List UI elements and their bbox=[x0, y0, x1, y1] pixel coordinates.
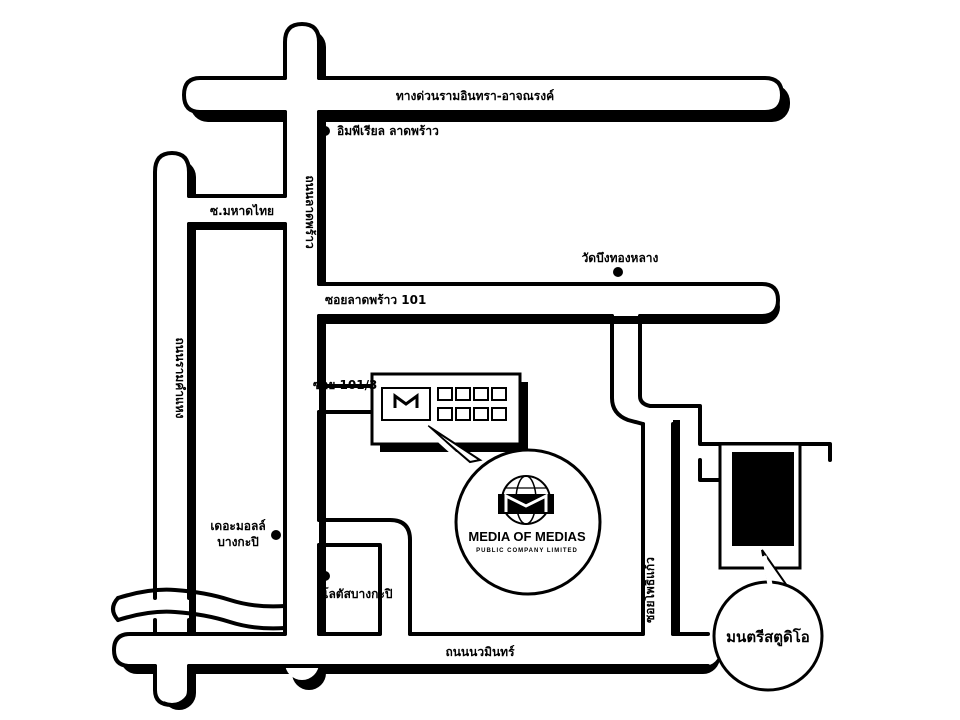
company-callout: MEDIA OF MEDIAS PUBLIC COMPANY LIMITED bbox=[424, 425, 602, 596]
road-shadows bbox=[120, 30, 790, 710]
soi-mahatthai-label: ซ.มหาดไทย bbox=[210, 203, 274, 218]
lat-phrao-road-label: ถนนลาดพร้าว bbox=[303, 175, 317, 249]
montri-studio-label: มนตรีสตูดิโอ bbox=[726, 627, 810, 647]
road-fills bbox=[114, 24, 782, 703]
imperial-label: อิมพีเรียล ลาดพร้าว bbox=[337, 124, 439, 138]
wat-marker-icon bbox=[613, 267, 623, 277]
the-mall-marker-icon bbox=[271, 530, 281, 540]
expressway-label: ทางด่วนรามอินทรา-อาจณรงค์ bbox=[396, 89, 554, 103]
wat-label: วัดบึงทองหลาง bbox=[582, 251, 659, 265]
building-windows bbox=[437, 387, 507, 421]
montri-studio-building bbox=[718, 442, 802, 570]
soi-pho-kaeo-label: ซอยโพธิ์แก้ว bbox=[641, 557, 657, 623]
imperial-marker-icon bbox=[320, 126, 330, 136]
media-of-medias-building bbox=[370, 372, 528, 452]
ram-khamhaeng-label: ถนนรามคำแหง bbox=[173, 337, 187, 418]
landmark-dots bbox=[271, 126, 623, 581]
nawamin-label: ถนนนวมินทร์ bbox=[445, 645, 515, 659]
lotus-marker-icon bbox=[320, 571, 330, 581]
soi-101-label: ซอยลาดพร้าว 101 bbox=[325, 293, 426, 307]
road-outlines bbox=[111, 22, 832, 707]
the-mall-label-line1: เดอะมอลล์ bbox=[210, 519, 265, 533]
the-mall-label-line2: บางกะปิ bbox=[217, 535, 259, 549]
company-logo-icon bbox=[498, 475, 554, 525]
lotus-label: โลตัสบางกะปิ bbox=[321, 586, 393, 601]
soi-101-3-label: ซอย 101/3 bbox=[313, 378, 377, 392]
company-subtitle: PUBLIC COMPANY LIMITED bbox=[476, 548, 578, 554]
company-name: MEDIA OF MEDIAS bbox=[468, 529, 586, 544]
montri-callout: มนตรีสตูดิโอ bbox=[712, 549, 824, 692]
